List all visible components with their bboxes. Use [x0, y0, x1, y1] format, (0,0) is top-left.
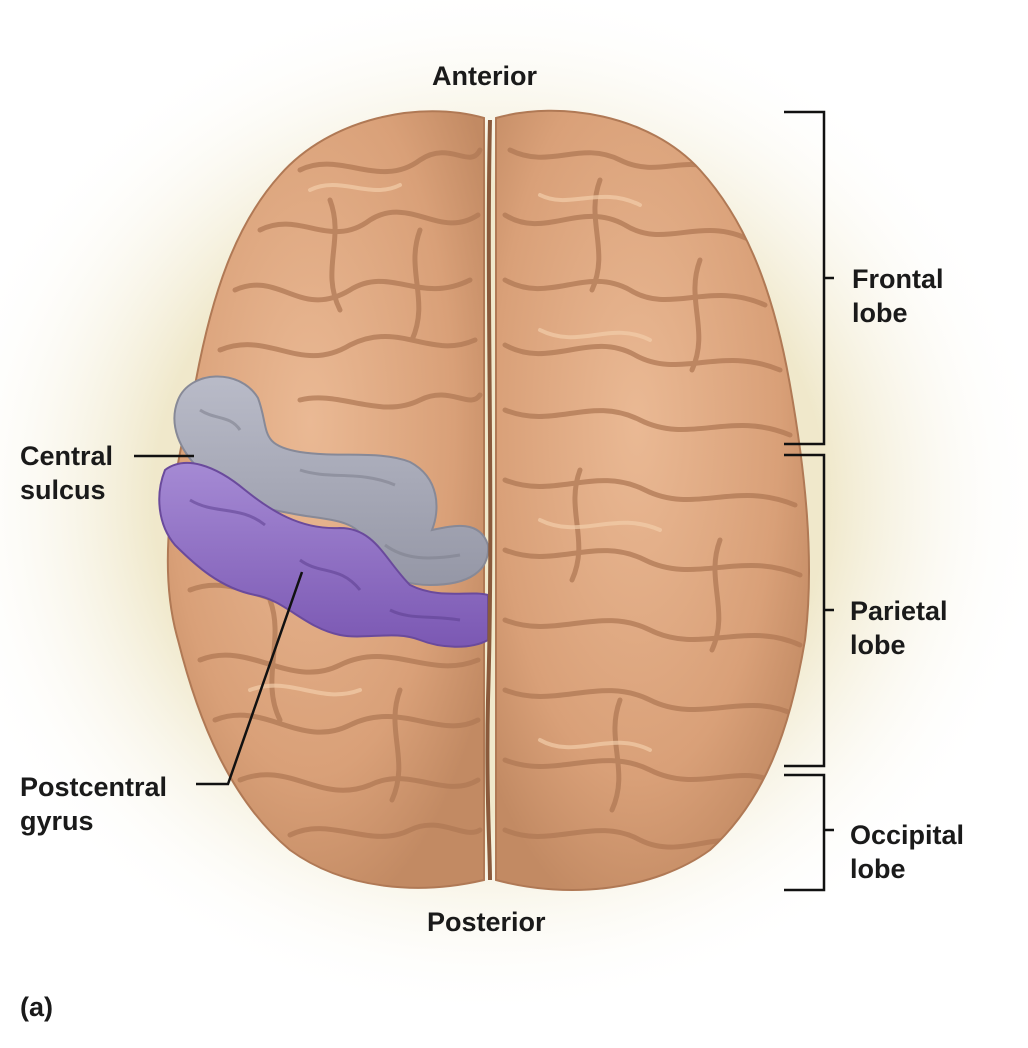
occipital-lobe-label-line1: Occipital: [850, 820, 965, 850]
central-sulcus-label-line1: Central: [20, 441, 114, 471]
parietal-lobe-label-line1: Parietal: [850, 596, 948, 626]
occipital-lobe-bracket: [784, 773, 834, 892]
central-sulcus-label: Central sulcus: [20, 439, 113, 507]
parietal-lobe-label-line2: lobe: [850, 630, 906, 660]
posterior-label: Posterior: [427, 907, 546, 937]
postcentral-gyrus-leader: [196, 571, 304, 786]
postcentral-folds: [189, 498, 461, 622]
postcentral-gyrus-label-line2: gyrus: [20, 806, 94, 836]
occipital-lobe-label: Occipital lobe: [850, 818, 964, 886]
postcentral-gyrus: [158, 461, 489, 648]
central-sulcus-label-line2: sulcus: [20, 475, 106, 505]
anterior-label: Anterior: [432, 61, 538, 91]
postcentral-gyrus-label: Postcentral gyrus: [20, 770, 167, 838]
frontal-lobe-label: Frontal lobe: [852, 262, 944, 330]
longitudinal-fissure: [485, 119, 493, 881]
parietal-lobe-label: Parietal lobe: [850, 594, 948, 662]
precentral-folds: [199, 408, 461, 560]
panel-label: (a): [20, 992, 53, 1022]
frontal-lobe-label-line2: lobe: [852, 298, 908, 328]
frontal-lobe-bracket: [784, 110, 834, 446]
occipital-lobe-label-line2: lobe: [850, 854, 906, 884]
postcentral-gyrus-label-line1: Postcentral: [20, 772, 168, 802]
gyri-right: [502, 147, 803, 850]
parietal-lobe-bracket: [784, 453, 834, 768]
frontal-lobe-label-line1: Frontal: [852, 264, 944, 294]
